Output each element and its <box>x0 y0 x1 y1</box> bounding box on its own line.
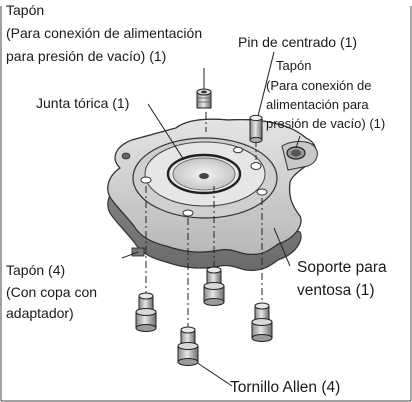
label-suction-cup-mount-line1: Soporte para <box>296 258 388 277</box>
label-plug-right-line3: presión de vacío) (1) <box>266 116 386 131</box>
label-plug-4-line1: Tapón (4) <box>6 262 66 278</box>
allen-screw-2 <box>203 266 225 306</box>
suction-cup-mount <box>107 118 318 271</box>
label-plug-right-line1: (Para conexión de <box>266 78 372 93</box>
label-suction-cup-mount-line2: ventosa (1) <box>296 281 376 300</box>
allen-screw-4 <box>177 326 199 366</box>
label-plug-right-line2: alimentación para <box>266 97 369 112</box>
allen-screw-1 <box>135 292 157 332</box>
allen-screw-3 <box>251 302 273 342</box>
label-plug-top-title: Tapón <box>6 2 45 18</box>
label-o-ring: Junta tórica (1) <box>36 95 130 111</box>
label-plug-top-line2: para presión de vacío) (1) <box>6 48 167 64</box>
label-plug-top-line1: (Para conexión de alimentación <box>6 25 203 41</box>
label-plug-4-line3: adaptador) <box>6 305 74 321</box>
centering-pin <box>249 114 263 144</box>
label-plug-4-line2: (Con copa con <box>6 284 98 300</box>
label-plug-right-title: Tapón <box>276 58 312 73</box>
leader-lines <box>121 51 301 387</box>
label-allen-screw: Tornillo Allen (4) <box>230 379 341 396</box>
label-centering-pin: Pin de centrado (1) <box>238 34 358 50</box>
centre-lines <box>145 112 263 330</box>
figure-frame <box>0 6 412 402</box>
plug-top <box>196 88 212 109</box>
